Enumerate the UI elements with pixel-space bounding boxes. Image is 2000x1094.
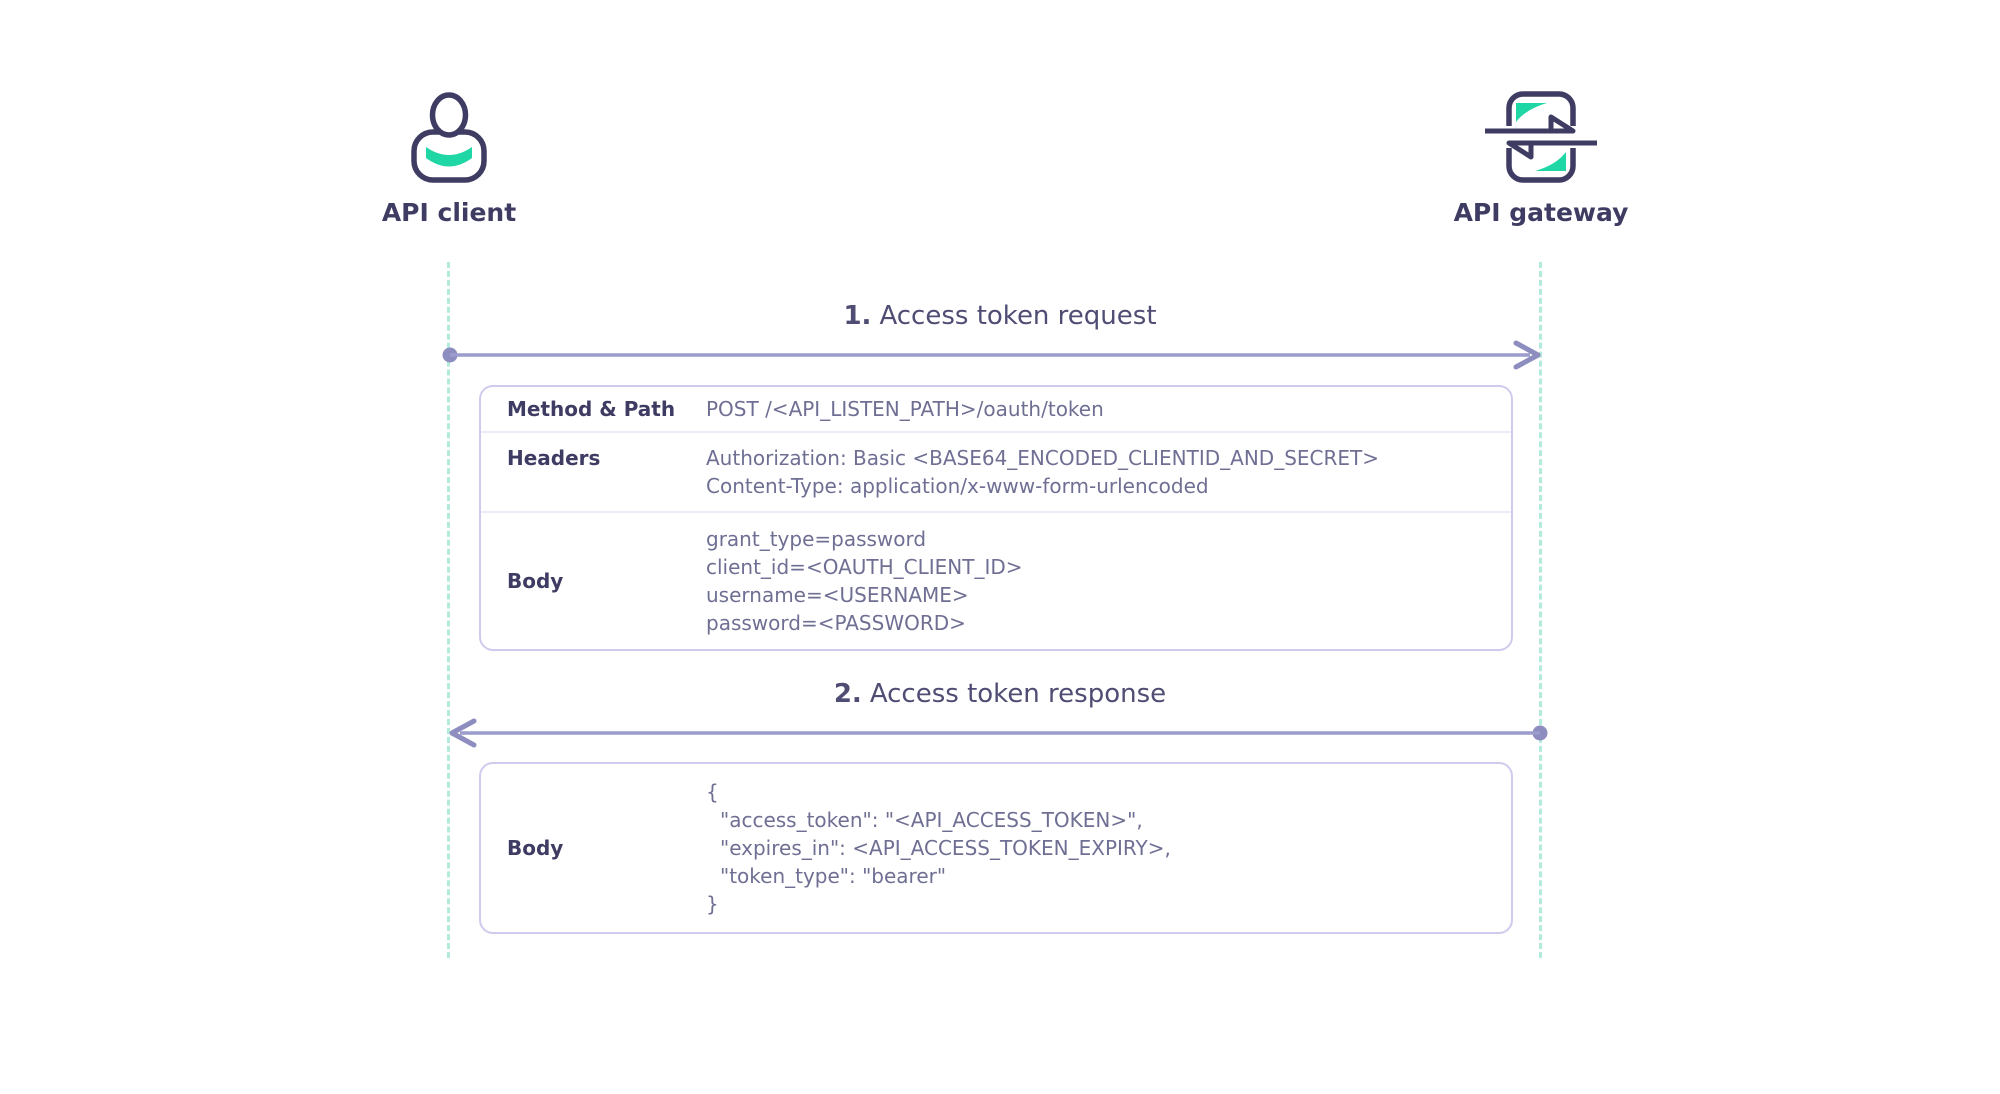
table-row-method-path: Method & Path POST /<API_LISTEN_PATH>/oa… — [481, 387, 1511, 431]
actor-label-api-client: API client — [381, 198, 517, 227]
row-value: POST /<API_LISTEN_PATH>/oauth/token — [706, 395, 1511, 423]
value-line: Content-Type: application/x-www-form-url… — [706, 474, 1209, 498]
actor-api-gateway: API gateway — [1421, 90, 1661, 227]
value-line: client_id=<OAUTH_CLIENT_ID> — [706, 555, 1023, 579]
lifeline-api-gateway — [1539, 262, 1542, 958]
person-icon — [411, 92, 487, 183]
table-row-body: Body grant_type=password client_id=<OAUT… — [481, 511, 1511, 649]
value-line: password=<PASSWORD> — [706, 611, 966, 635]
row-label: Headers — [507, 446, 601, 470]
row-label: Body — [507, 569, 564, 593]
value-line: POST /<API_LISTEN_PATH>/oauth/token — [706, 397, 1104, 421]
value-line: grant_type=password — [706, 527, 927, 551]
message-arrow-right-icon — [442, 340, 1541, 370]
response-table: Body { "access_token": "<API_ACCESS_TOKE… — [479, 762, 1513, 934]
value-line: Authorization: Basic <BASE64_ENCODED_CLI… — [706, 446, 1380, 470]
message-text-1: Access token request — [879, 301, 1157, 331]
actor-api-client: API client — [329, 90, 569, 227]
value-line: { — [706, 780, 719, 804]
message-arrow-left-icon — [449, 718, 1548, 748]
message-title-1: 1.Access token request — [454, 301, 1546, 331]
actor-label-api-gateway: API gateway — [1453, 198, 1629, 227]
lifeline-api-client — [447, 262, 450, 958]
message-number-1: 1. — [843, 301, 872, 331]
message-text-2: Access token response — [869, 679, 1167, 709]
value-line: } — [706, 892, 719, 916]
value-line: "expires_in": <API_ACCESS_TOKEN_EXPIRY>, — [720, 836, 1171, 860]
row-value: Authorization: Basic <BASE64_ENCODED_CLI… — [706, 444, 1511, 500]
row-label: Body — [507, 836, 564, 860]
swap-arrows-icon — [1485, 91, 1597, 183]
row-value: grant_type=password client_id=<OAUTH_CLI… — [706, 525, 1511, 637]
row-value: { "access_token": "<API_ACCESS_TOKEN>", … — [706, 778, 1511, 918]
row-label: Method & Path — [507, 397, 676, 421]
message-title-2: 2.Access token response — [454, 679, 1546, 709]
value-line: username=<USERNAME> — [706, 583, 969, 607]
value-line: "access_token": "<API_ACCESS_TOKEN>", — [720, 808, 1143, 832]
message-number-2: 2. — [833, 679, 862, 709]
table-row-headers: Headers Authorization: Basic <BASE64_ENC… — [481, 431, 1511, 511]
value-line: "token_type": "bearer" — [720, 864, 947, 888]
table-row-body: Body { "access_token": "<API_ACCESS_TOKE… — [481, 764, 1511, 932]
request-table: Method & Path POST /<API_LISTEN_PATH>/oa… — [479, 385, 1513, 651]
